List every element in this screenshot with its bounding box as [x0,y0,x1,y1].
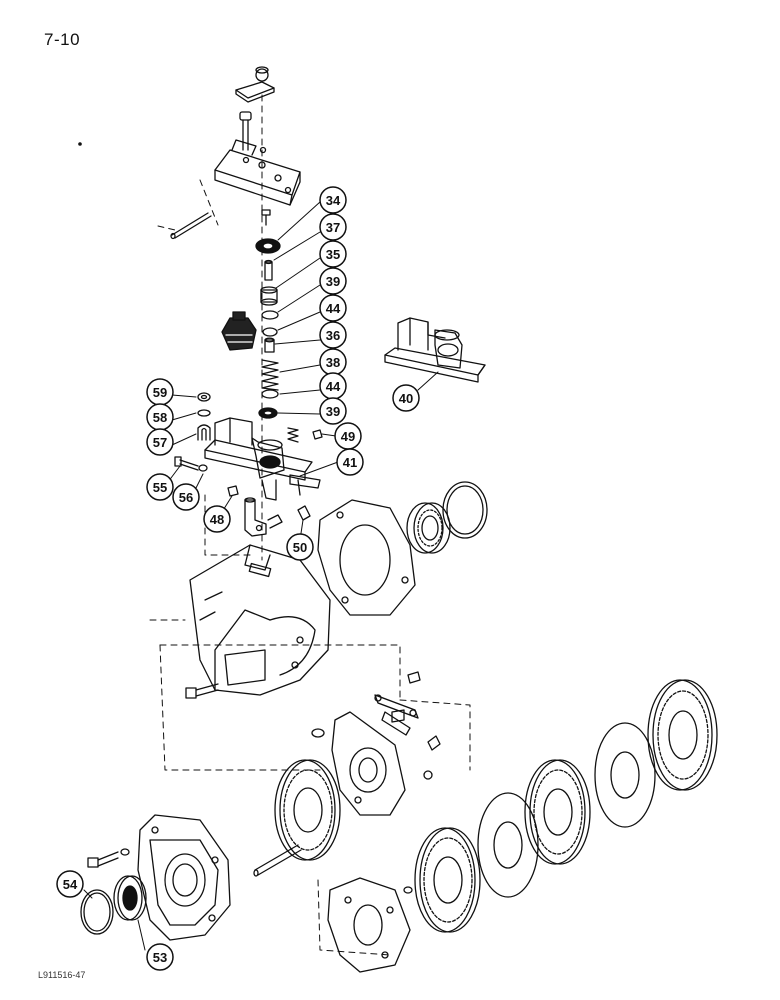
gasket [317,499,416,616]
nut-59 [197,392,211,402]
svg-text:50: 50 [293,540,307,555]
bolt-55 [174,456,199,471]
svg-text:54: 54 [63,877,78,892]
washer-44-lower [261,389,279,399]
callout-44-upper: 44 [319,294,347,322]
grease-fitting-49 [312,429,323,440]
snap-ring-54 [80,889,114,935]
bracket-assembly-40 [384,317,486,383]
brake-housing [189,544,331,696]
callout-39-lower: 39 [319,397,347,425]
svg-text:38: 38 [326,355,340,370]
nut-48 [227,485,239,497]
page-number: 7-10 [44,30,81,49]
callout-40: 40 [392,384,420,412]
callout-34: 34 [319,186,347,214]
brake-link-upper [374,694,419,719]
steel-plate-1 [477,792,539,898]
link-bolts [311,671,441,780]
fitting-50 [297,505,311,521]
callout-39-upper: 39 [319,267,347,295]
callout-35: 35 [319,240,347,268]
callout-bubbles: 34 37 35 39 44 36 [56,186,420,971]
actuator-plate [331,711,406,816]
u-bolt-57 [197,424,211,441]
svg-text:37: 37 [326,220,340,235]
ink-dot [78,142,82,146]
long-pin [253,844,302,877]
figure-id: L911516-47 [38,970,86,980]
callout-50: 50 [286,533,314,561]
friction-disc-2 [414,827,481,933]
bushing-39-lower [258,407,278,419]
pin-left [170,212,212,240]
pin-36 [264,337,275,353]
callout-36: 36 [319,321,347,349]
svg-text:44: 44 [326,379,341,394]
shaft-48 [244,497,283,537]
friction-disc-1 [274,759,341,861]
svg-text:49: 49 [341,429,355,444]
brake-cover [137,814,231,941]
brake-link-lower [381,711,411,736]
svg-text:41: 41 [343,455,357,470]
snap-ring-large [442,481,488,539]
callout-48: 48 [203,505,231,533]
ball-bearing [406,502,451,554]
friction-disc-3 [524,759,591,865]
svg-text:40: 40 [399,391,413,406]
bearing-37 [255,238,281,254]
callout-59: 59 [146,378,174,406]
svg-text:39: 39 [326,404,340,419]
svg-text:39: 39 [326,274,340,289]
callout-56: 56 [172,483,200,511]
svg-text:59: 59 [153,385,167,400]
callout-49: 49 [334,422,362,450]
svg-text:34: 34 [326,193,341,208]
svg-text:57: 57 [153,435,167,450]
callout-37: 37 [319,213,347,241]
spring-38 [261,359,279,391]
upper-bracket-plate [214,139,301,206]
bolt-top [239,111,252,151]
svg-text:53: 53 [153,950,167,965]
svg-text:48: 48 [210,512,224,527]
svg-text:56: 56 [179,490,193,505]
svg-text:35: 35 [326,247,340,262]
callout-38: 38 [319,348,347,376]
callout-44-lower: 44 [319,372,347,400]
leader-lines [83,201,439,951]
top-clamp-plate [235,66,275,103]
svg-text:36: 36 [326,328,340,343]
friction-disc-4 [647,679,718,791]
callout-54: 54 [56,870,84,898]
bushing-39-upper [260,286,278,306]
small-screw [261,209,271,226]
callout-58: 58 [146,403,174,431]
callout-53: 53 [146,943,174,971]
pin-35 [264,259,273,281]
washer-44-upper [261,310,279,337]
svg-text:58: 58 [153,410,167,425]
housing-bolt [185,683,219,699]
spring-small [287,427,299,443]
svg-text:55: 55 [153,480,167,495]
washer-58 [197,409,211,417]
washer-56 [198,464,208,472]
callout-41: 41 [336,448,364,476]
pressure-plate [327,877,413,973]
callout-55: 55 [146,473,174,501]
seal-53 [113,875,147,921]
steel-plate-2 [594,722,656,828]
rubber-boot [221,311,257,351]
bracket-assembly-41 [204,417,321,501]
cover-bolt [87,848,130,868]
callout-57: 57 [146,428,174,456]
svg-text:44: 44 [326,301,341,316]
